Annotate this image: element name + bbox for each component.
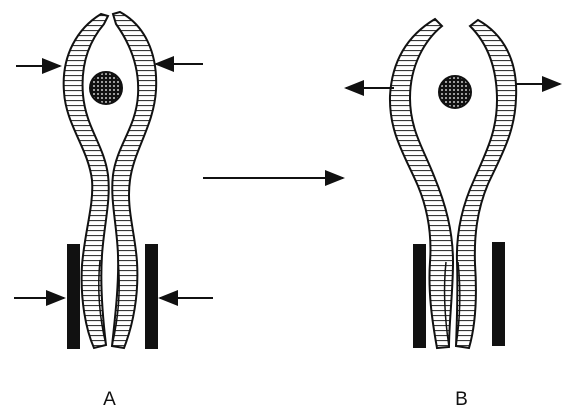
panel-a: A xyxy=(14,12,213,410)
panel-a-right-block xyxy=(145,244,158,349)
panel-b-left-block xyxy=(413,244,426,348)
panel-b-right-arm xyxy=(456,20,516,348)
panel-a-ball xyxy=(90,72,122,104)
panel-b: B xyxy=(346,19,560,410)
panel-a-label: A xyxy=(103,389,117,410)
panel-b-ball xyxy=(439,76,471,108)
panel-a-left-block xyxy=(67,244,80,349)
panel-b-label: B xyxy=(455,389,469,410)
panel-b-right-block xyxy=(492,242,505,346)
